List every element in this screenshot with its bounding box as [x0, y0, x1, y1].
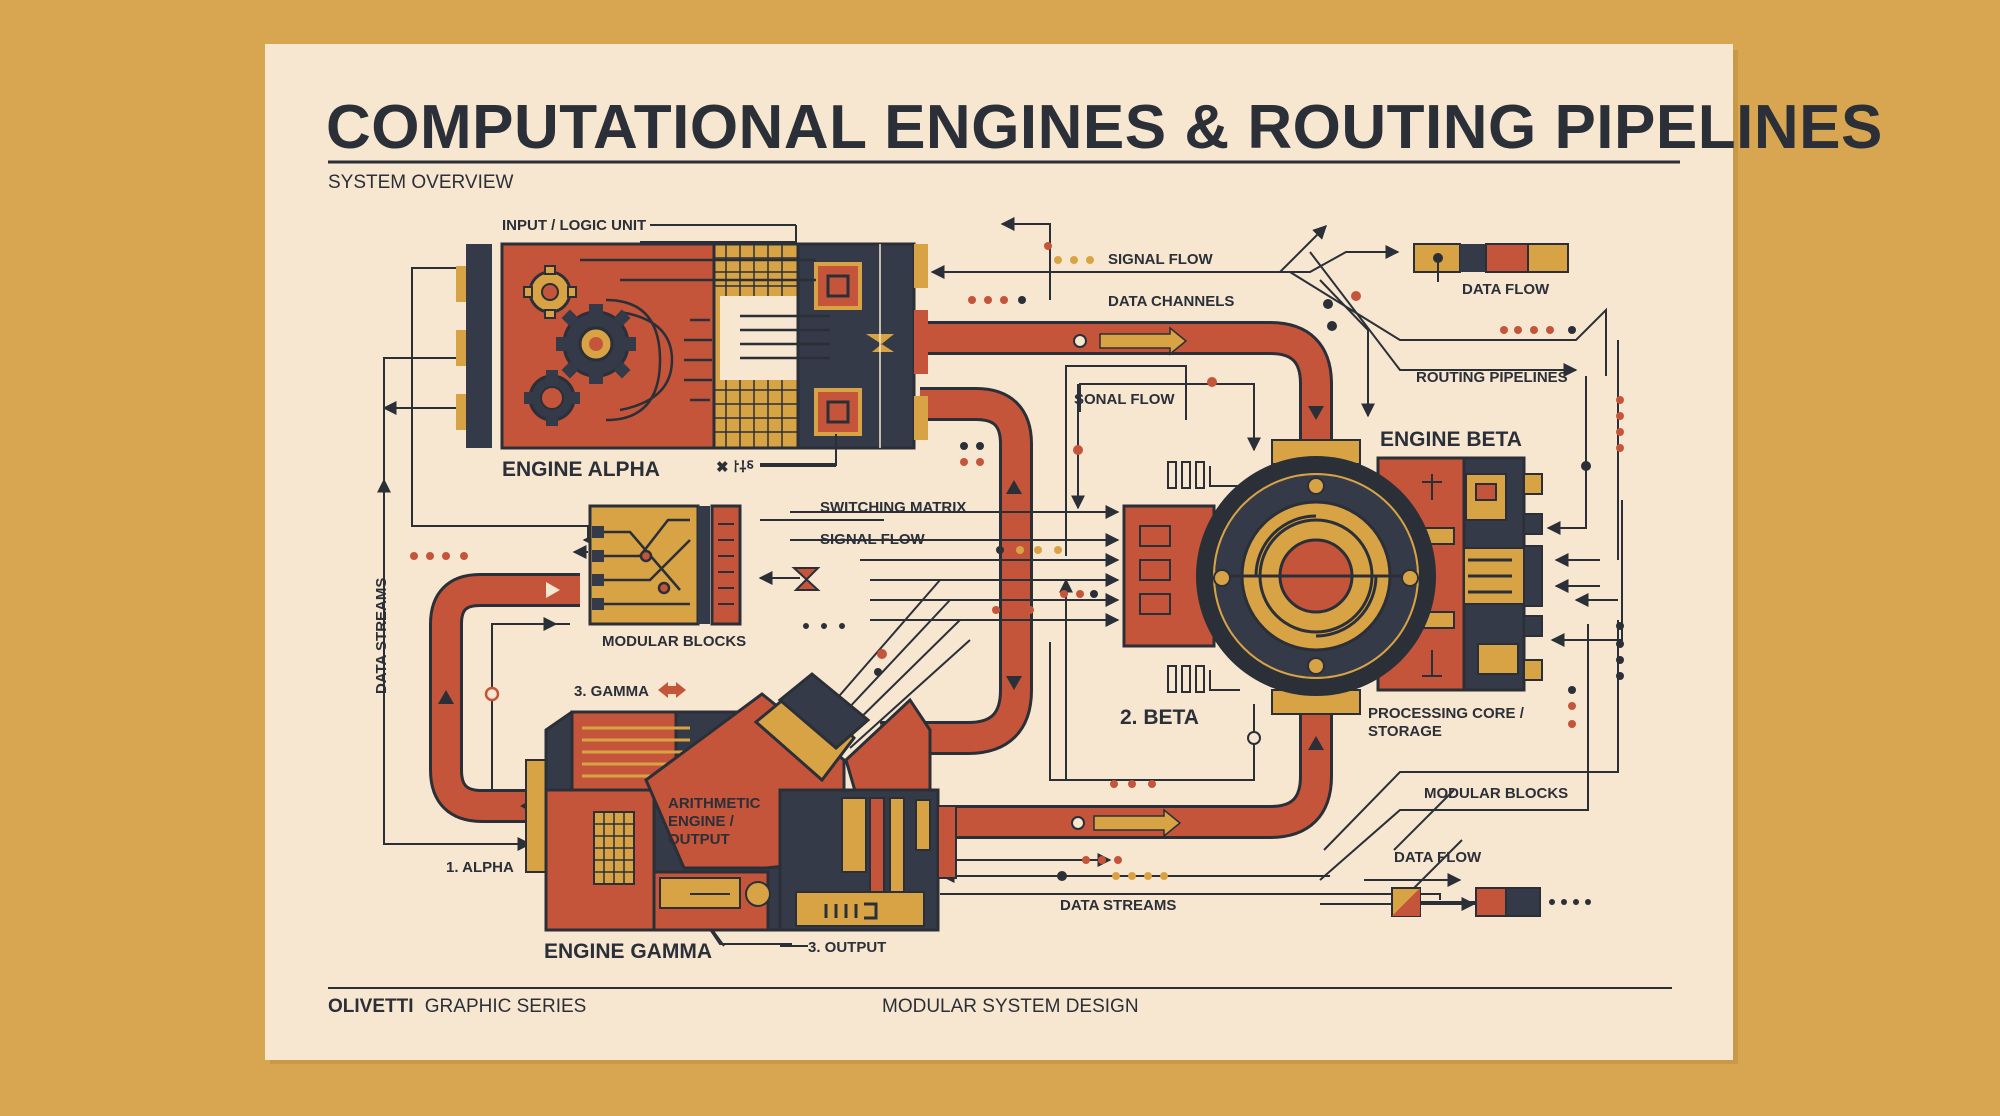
label-alpha-code: ✖ ⸷⸸⸹: [716, 459, 754, 476]
label-routing-pipelines: ROUTING PIPELINES: [1416, 369, 1568, 386]
page-title: COMPUTATIONAL ENGINES & ROUTING PIPELINE…: [326, 93, 1883, 162]
gear-icon: [524, 370, 580, 426]
label-signal-flow-mid: SIGNAL FLOW: [820, 531, 926, 548]
label-storage: STORAGE: [1368, 723, 1442, 740]
label-data-flow-top: DATA FLOW: [1462, 281, 1550, 298]
pipelines: [429, 321, 1333, 839]
modular-blocks-unit: [588, 504, 742, 626]
gear-icon: [556, 304, 636, 384]
label-modular-blocks-left: MODULAR BLOCKS: [602, 633, 746, 650]
label-alpha-num: 1. ALPHA: [446, 859, 514, 876]
label-arithmetic-1: ARITHMETIC: [668, 795, 761, 812]
gear-icon: [523, 265, 577, 319]
double-arrow-icon: [658, 682, 686, 698]
label-arithmetic-2: ENGINE /: [668, 813, 735, 830]
footer-design: MODULAR SYSTEM DESIGN: [882, 996, 1139, 1017]
label-switching-matrix: SWITCHING MATRIX: [820, 499, 966, 516]
label-gamma-num: 3. GAMMA: [574, 683, 649, 700]
footer-brand: OLIVETTI: [328, 996, 414, 1017]
engine-gamma: [525, 672, 957, 932]
label-data-streams-vertical: DATA STREAMS: [373, 578, 390, 694]
label-data-channels: DATA CHANNELS: [1108, 293, 1234, 310]
footer-series: OLIVETTI GRAPHIC SERIES: [328, 996, 586, 1017]
label-processing-core: PROCESSING CORE /: [1368, 705, 1525, 722]
label-beta-num: 2. BETA: [1120, 706, 1199, 729]
label-signal-flow-top: SIGNAL FLOW: [1108, 251, 1214, 268]
label-modular-blocks-right: MODULAR BLOCKS: [1424, 785, 1568, 802]
label-data-streams-bottom: DATA STREAMS: [1060, 897, 1176, 914]
label-output-num: 3. OUTPUT: [808, 939, 886, 956]
label-arithmetic-3: OUTPUT: [668, 831, 730, 848]
engine-alpha: [456, 242, 928, 450]
hourglass-icon: [791, 567, 821, 591]
data-flow-blocks-top: [1413, 243, 1569, 282]
footer-series-text: GRAPHIC SERIES: [425, 996, 587, 1017]
page-subtitle: SYSTEM OVERVIEW: [328, 172, 514, 193]
label-data-flow-bottom: DATA FLOW: [1394, 849, 1482, 866]
label-engine-gamma: ENGINE GAMMA: [544, 940, 712, 963]
label-engine-beta: ENGINE BETA: [1380, 428, 1522, 451]
signal-dots: [410, 242, 1624, 905]
label-engine-alpha: ENGINE ALPHA: [502, 458, 660, 481]
label-input-logic-unit: INPUT / LOGIC UNIT: [502, 217, 646, 234]
data-flow-blocks-bottom: [1391, 887, 1541, 917]
label-sonal-flow: SONAL FLOW: [1074, 391, 1175, 408]
engine-beta: [1122, 439, 1543, 715]
